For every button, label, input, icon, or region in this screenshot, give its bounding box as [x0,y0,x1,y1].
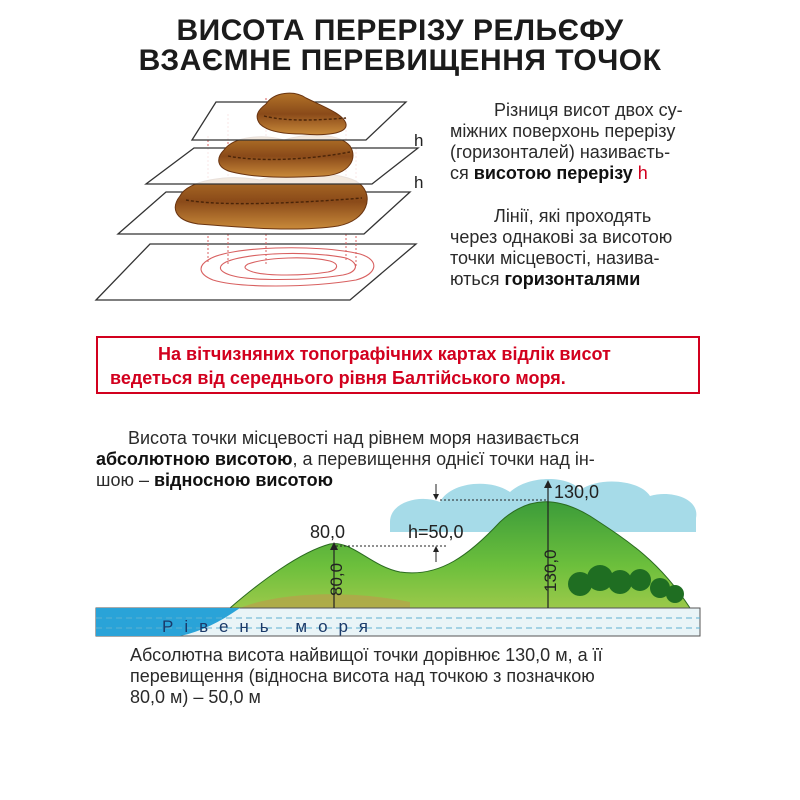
base-plane [94,243,418,301]
vertical-label-130: 130,0 [541,549,560,592]
absolute-height-definition: Висота точки місцевості над рівнем моря … [96,428,595,490]
page-subtitle: ВЗАЄМНЕ ПЕРЕВИЩЕННЯ ТОЧОК [138,44,662,77]
contour-lines [200,247,375,287]
h-difference-label: h=50,0 [408,522,464,542]
conclusion-text: Абсолютна висота найвищої точки дорівнює… [130,645,603,707]
relief-section-diagram: h h [94,92,423,301]
section-height-definition: Різниця висот двох су- міжних поверхонь … [450,100,683,183]
relief-layer-2 [218,134,354,178]
sea-level-label: Рівень моря [162,617,379,636]
h-label-2: h [414,173,423,192]
baltic-sea-notice: На вітчизняних топографічних картах відл… [96,336,700,394]
relief-layer-1 [256,92,347,136]
peak2-label: 130,0 [554,482,599,502]
page-title: ВИСОТА ПЕРЕРІЗУ РЕЛЬЄФУ [176,14,624,47]
h-label-1: h [414,131,423,150]
trees [568,565,684,603]
contour-lines-definition: Лінії, які проходять через однакові за в… [450,206,673,289]
peak1-label: 80,0 [310,522,345,542]
vertical-label-80: 80,0 [327,563,346,596]
sea [96,608,240,636]
terrain-profile-diagram: Рівень моря 80,0 130,0 h=50,0 80,0 130,0 [95,479,701,637]
